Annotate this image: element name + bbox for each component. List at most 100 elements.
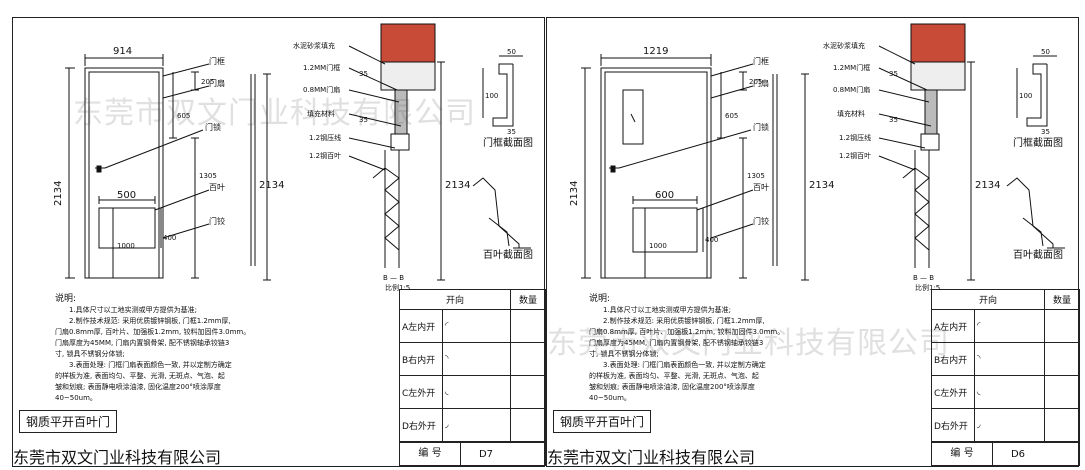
drawing-code: D6 (1010, 448, 1026, 460)
dim-louver-bottom: 1000 (117, 242, 135, 250)
door-drawing-left: 914 2134 205 605 1305 500 400 1000 门框 门扇… (53, 23, 533, 292)
label-bead: 1.2钢压线 (839, 133, 871, 142)
dim-side-height: 2134 (809, 180, 834, 191)
cement-fill (380, 61, 436, 91)
opening-direction-table: 开向数量 A左内开◜ B右内开◝ C左外开◟ D右外开◞ (931, 289, 1080, 442)
notes-block: 说明: 1.具体尺寸以工地实测或甲方提供为基准; 2.制作技术规范: 采用优质镀… (589, 294, 879, 404)
note-line: 皱和划痕; 表面静电喷涂油漆, 固化温度200°喷涂厚度 (55, 383, 221, 391)
door-swing-icon: ◜ (442, 309, 511, 343)
drawing-sheet-right: 1219 2134 205 605 1305 600 400 1000 门框 门… (546, 17, 1080, 467)
dim-louver-width: 500 (117, 190, 136, 201)
dim-height: 2134 (53, 181, 64, 206)
note-line: 门扇0.8mm厚, 百叶片、加强板1.2mm, 铰料加固件3.0mm。 (589, 328, 785, 336)
callout-louver: 百叶 (753, 183, 769, 192)
dim-width: 914 (113, 46, 132, 57)
callout-frame: 门框 (753, 56, 769, 66)
opening-direction-table: 开向数量 A左内开◜ B右内开◝ C左外开◟ D右外开◞ (399, 289, 546, 442)
label-leaf-sheet: 0.8MM门扇 (303, 85, 340, 94)
door-swing-icon: ◟ (974, 375, 1045, 409)
section-scale: 比例1:5 (915, 283, 940, 292)
note-line: 3.表面处理: 门框门扇表面颜色一致, 并以定制方确定 (603, 361, 766, 369)
door-drawing-right: 1219 2134 205 605 1305 600 400 1000 门框 门… (569, 23, 1065, 292)
callout-lock: 门锁 (753, 122, 769, 132)
label-frame-sheet: 1.2MM门框 (303, 63, 340, 72)
callout-louver: 百叶 (209, 183, 225, 192)
callout-hinge: 门铰 (209, 216, 225, 226)
table-row-label: D右外开 (399, 408, 443, 442)
table-qty-cell (1044, 309, 1080, 343)
frame-caption: 门框截面图 (1013, 136, 1063, 149)
frame-d50: 50 (1041, 48, 1050, 56)
note-line: 3.表面处理: 门框门扇表面颜色一致, 并以定制方确定 (69, 361, 232, 369)
door-swing-icon: ◞ (974, 408, 1045, 442)
table-qty-cell (1044, 375, 1080, 409)
note-line: 1.具体尺寸以工地实测或甲方提供为基准; (69, 306, 198, 314)
drawing-code-box: 编 号 D6 (931, 442, 1080, 466)
note-line: 寸, 锁具不锈钢分体锁; (589, 350, 659, 358)
dim-35a: 35 (359, 70, 368, 78)
table-row-label: A左内开 (931, 309, 975, 343)
dim-upper: 605 (725, 112, 738, 120)
notes-block: 说明: 1.具体尺寸以工地实测或甲方提供为基准; 2.制作技术规范: 采用优质镀… (55, 294, 345, 404)
note-line: 的样板为准, 表面均匀、平整、光滑, 无斑点、气泡、起 (589, 372, 759, 380)
table-qty-cell (510, 408, 546, 442)
label-frame-sheet: 1.2MM门框 (833, 63, 870, 72)
door-swing-icon: ◝ (442, 342, 511, 376)
dim-35a: 35 (889, 70, 898, 78)
code-label: 编 号 (932, 443, 993, 465)
notes-title: 说明: (589, 294, 611, 304)
callout-leaf: 门扇 (209, 78, 225, 88)
label-bead: 1.2钢压线 (309, 133, 341, 142)
door-swing-icon: ◜ (974, 309, 1045, 343)
door-swing-icon: ◞ (442, 408, 511, 442)
frame-d35: 35 (1041, 128, 1050, 136)
table-header-qty: 数量 (510, 289, 546, 310)
label-cement: 水泥砂浆填充 (293, 41, 335, 50)
table-qty-cell (510, 375, 546, 409)
note-line: 40~50um。 (55, 394, 97, 402)
door-leaf (88, 71, 160, 279)
table-qty-cell (1044, 342, 1080, 376)
note-line: 寸, 锁具不锈钢分体锁; (55, 350, 125, 358)
section-label: B — B (913, 274, 934, 282)
section-scale: 比例1:5 (385, 283, 410, 292)
dim-mid: 1305 (747, 172, 765, 180)
dim-upper: 605 (177, 112, 190, 120)
table-header-direction: 开向 (931, 289, 1045, 310)
label-blade: 1.2钢百叶 (839, 151, 871, 160)
table-row-label: C左外开 (399, 375, 443, 409)
drawing-code: D7 (478, 448, 494, 460)
dim-section-height: 2134 (975, 180, 1000, 191)
callout-leaf: 门扇 (753, 78, 769, 88)
frame-caption: 门框截面图 (483, 136, 533, 149)
table-row-label: C左外开 (931, 375, 975, 409)
callout-frame: 门框 (209, 56, 225, 66)
note-line: 1.具体尺寸以工地实测或甲方提供为基准; (603, 306, 732, 314)
table-row-label: D右外开 (931, 408, 975, 442)
frame-d100: 100 (485, 92, 498, 100)
callout-hinge: 门铰 (753, 216, 769, 226)
table-row-label: A左内开 (399, 309, 443, 343)
drawing-sheet-left: 914 2134 205 605 1305 500 400 1000 门框 门扇… (12, 17, 546, 467)
dim-louver-bottom: 1000 (649, 242, 667, 250)
note-line: 的样板为准, 表面均匀、平整、光滑, 无斑点、气泡、起 (55, 372, 225, 380)
dim-35b: 35 (889, 116, 898, 124)
note-line: 2.制作技术规范: 采用优质镀锌钢板, 门框1.2mm厚, (69, 317, 231, 325)
section-label: B — B (383, 274, 404, 282)
note-line: 2.制作技术规范: 采用优质镀锌钢板, 门框1.2mm厚, (603, 317, 765, 325)
note-line: 门扇厚度为45MM, 门扇内置钢骨架, 配不锈钢轴承铰链3 (589, 339, 764, 347)
note-line: 40~50um。 (589, 394, 631, 402)
table-header-direction: 开向 (399, 289, 511, 310)
door-swing-icon: ◝ (974, 342, 1045, 376)
label-filler: 填充材料 (837, 109, 865, 118)
table-header-qty: 数量 (1044, 289, 1080, 310)
dim-louver-height: 400 (163, 234, 176, 242)
company-name: 东莞市双文门业科技有限公司 (547, 448, 756, 467)
louver-caption: 百叶截面图 (1013, 248, 1063, 261)
dim-frame-top: 205 (201, 78, 214, 86)
frame-d35: 35 (507, 128, 516, 136)
note-line: 门扇0.8mm厚, 百叶片、加强板1.2mm, 铰料加固件3.0mm。 (55, 328, 251, 336)
note-line: 门扇厚度为45MM, 门扇内置钢骨架, 配不锈钢轴承铰链3 (55, 339, 230, 347)
dim-section-height: 2134 (445, 180, 470, 191)
note-line: 皱和划痕; 表面静电喷涂油漆, 固化温度200°喷涂厚度 (589, 383, 755, 391)
